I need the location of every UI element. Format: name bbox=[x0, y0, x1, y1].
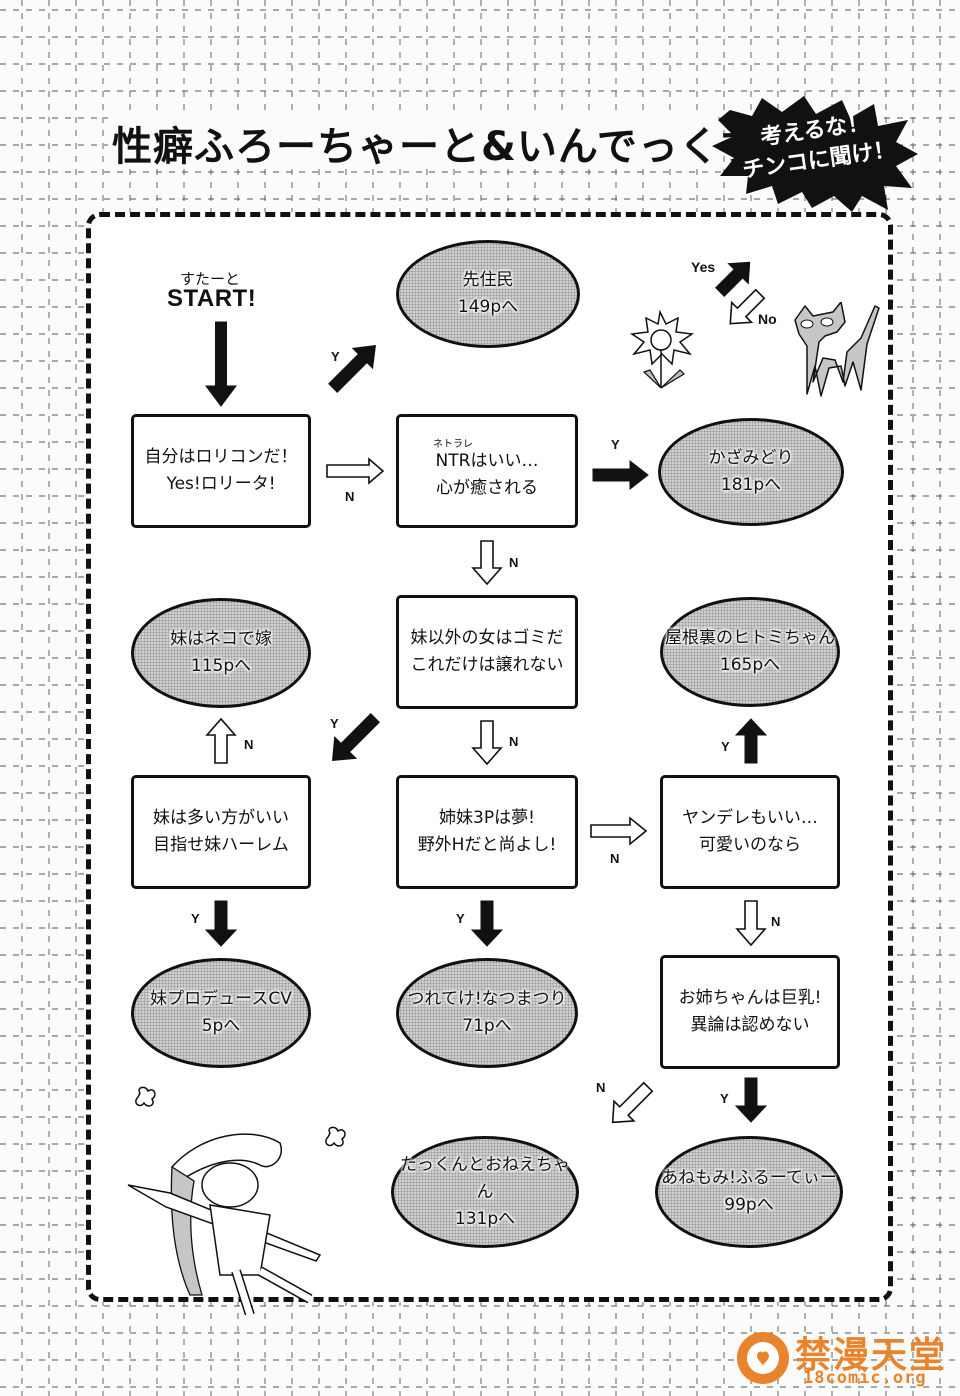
question-node-q7[interactable]: お姉ちゃんは巨乳! 異論は認めない bbox=[660, 955, 840, 1069]
r6-page: 71pへ bbox=[462, 1016, 512, 1036]
r4-title: 屋根裏のヒトミちゃん bbox=[665, 628, 835, 648]
question-node-q5[interactable]: 姉妹3Pは夢! 野外Hだと尚よし! bbox=[396, 775, 578, 889]
q1-line2: Yes!ロリータ! bbox=[166, 474, 276, 494]
r8-page: 99pへ bbox=[724, 1195, 774, 1215]
r1-page: 149pへ bbox=[457, 297, 519, 317]
question-node-q3[interactable]: 妹以外の女はゴミだ これだけは譲れない bbox=[396, 595, 578, 709]
q7-line2: 異論は認めない bbox=[690, 1015, 810, 1035]
watermark-logo-icon bbox=[737, 1332, 789, 1384]
watermark-url-text: 18comic.org bbox=[803, 1368, 927, 1388]
r7-page: 131pへ bbox=[454, 1208, 516, 1229]
r6-title: つれてけ!なつまつり bbox=[407, 989, 567, 1009]
edge-label-q6-r4: Y bbox=[721, 739, 730, 754]
q4-line1: 妹は多い方がいい bbox=[153, 808, 289, 828]
r2-page: 181pへ bbox=[720, 475, 782, 495]
q1-line1: 自分はロリコンだ！ bbox=[144, 447, 298, 467]
edge-label-q7-r7: N bbox=[596, 1080, 606, 1095]
legend-no-label: No bbox=[758, 311, 777, 327]
r4-page: 165pへ bbox=[719, 655, 781, 675]
result-node-r4[interactable]: 屋根裏のヒトミちゃん 165pへ bbox=[660, 597, 840, 707]
r3-page: 115pへ bbox=[190, 656, 252, 676]
page-title: 性癖ふろーちゃーと&いんでっくす bbox=[112, 124, 761, 170]
result-node-r3[interactable]: 妹はネコで嫁 115pへ bbox=[131, 598, 311, 708]
result-node-r2[interactable]: かざみどり 181pへ bbox=[658, 418, 844, 526]
r7-title: たっくんとおねえちゃん bbox=[400, 1154, 570, 1202]
edge-label-q4-r5: Y bbox=[191, 911, 200, 926]
q6-line2: 可愛いのなら bbox=[699, 835, 801, 855]
q2-ruby: ネトラレ bbox=[433, 439, 473, 450]
result-node-r8[interactable]: あねもみ!ふるーてぃー 99pへ bbox=[655, 1136, 843, 1248]
q5-line1: 姉妹3Pは夢! bbox=[439, 808, 535, 828]
edge-label-q7-r8: Y bbox=[720, 1091, 729, 1106]
r8-title: あねもみ!ふるーてぃー bbox=[661, 1168, 837, 1188]
cat-doodle-icon bbox=[794, 302, 880, 397]
edge-label-q6-q7: N bbox=[771, 914, 781, 929]
q2-line1: NTRはいい… bbox=[435, 451, 539, 471]
q3-line2: これだけは譲れない bbox=[410, 655, 564, 675]
legend-yes-label: Yes bbox=[691, 259, 716, 275]
flower-doodle-icon bbox=[630, 310, 695, 389]
q5-line2: 野外Hだと尚よし! bbox=[417, 835, 557, 855]
title-backdrop bbox=[108, 112, 718, 164]
edge-label-q3-q4: Y bbox=[330, 716, 339, 731]
result-node-r7[interactable]: たっくんとおねえちゃん 131pへ bbox=[391, 1136, 579, 1248]
question-node-q4[interactable]: 妹は多い方がいい 目指せ妹ハーレム bbox=[131, 775, 311, 889]
start-label: START! bbox=[167, 285, 257, 312]
q4-line2: 目指せ妹ハーレム bbox=[153, 835, 289, 855]
result-node-r1[interactable]: 先住民 149pへ bbox=[396, 240, 580, 348]
edge-label-q5-r6: Y bbox=[456, 911, 465, 926]
q7-line1: お姉ちゃんは巨乳! bbox=[678, 988, 822, 1008]
girl-with-pen-illustration-icon bbox=[127, 1086, 346, 1315]
r1-title: 先住民 bbox=[462, 270, 514, 290]
edge-label-q2-r2: Y bbox=[611, 437, 620, 452]
edge-label-q3-q5: N bbox=[509, 734, 519, 749]
r5-title: 妹プロデュースCV bbox=[150, 989, 292, 1009]
result-node-r5[interactable]: 妹プロデュースCV 5pへ bbox=[131, 958, 311, 1068]
r5-page: 5pへ bbox=[201, 1016, 241, 1036]
watermark-main-text: 禁漫天堂 bbox=[795, 1335, 948, 1376]
edge-label-q1-q2: N bbox=[345, 489, 355, 504]
result-node-r6[interactable]: つれてけ!なつまつり 71pへ bbox=[396, 958, 578, 1068]
q6-line1: ヤンデレもいい… bbox=[682, 808, 818, 828]
edge-label-q5-q6: N bbox=[610, 851, 620, 866]
question-node-q2[interactable]: ネトラレ NTRはいい… 心が癒される bbox=[396, 414, 578, 528]
burst-badge-icon bbox=[712, 96, 918, 212]
r2-title: かざみどり bbox=[708, 448, 794, 468]
question-node-q6[interactable]: ヤンデレもいい… 可愛いのなら bbox=[660, 775, 840, 889]
question-node-q1[interactable]: 自分はロリコンだ！ Yes!ロリータ! bbox=[131, 414, 311, 528]
edge-label-q1-r1: Y bbox=[331, 349, 340, 364]
q3-line1: 妹以外の女はゴミだ bbox=[410, 628, 564, 648]
edge-label-q4-r3: N bbox=[244, 737, 254, 752]
edge-label-q2-q3: N bbox=[509, 555, 519, 570]
q2-line2: 心が癒される bbox=[436, 478, 538, 498]
start-caption: すたーと bbox=[180, 270, 241, 288]
r3-title: 妹はネコで嫁 bbox=[170, 629, 272, 649]
